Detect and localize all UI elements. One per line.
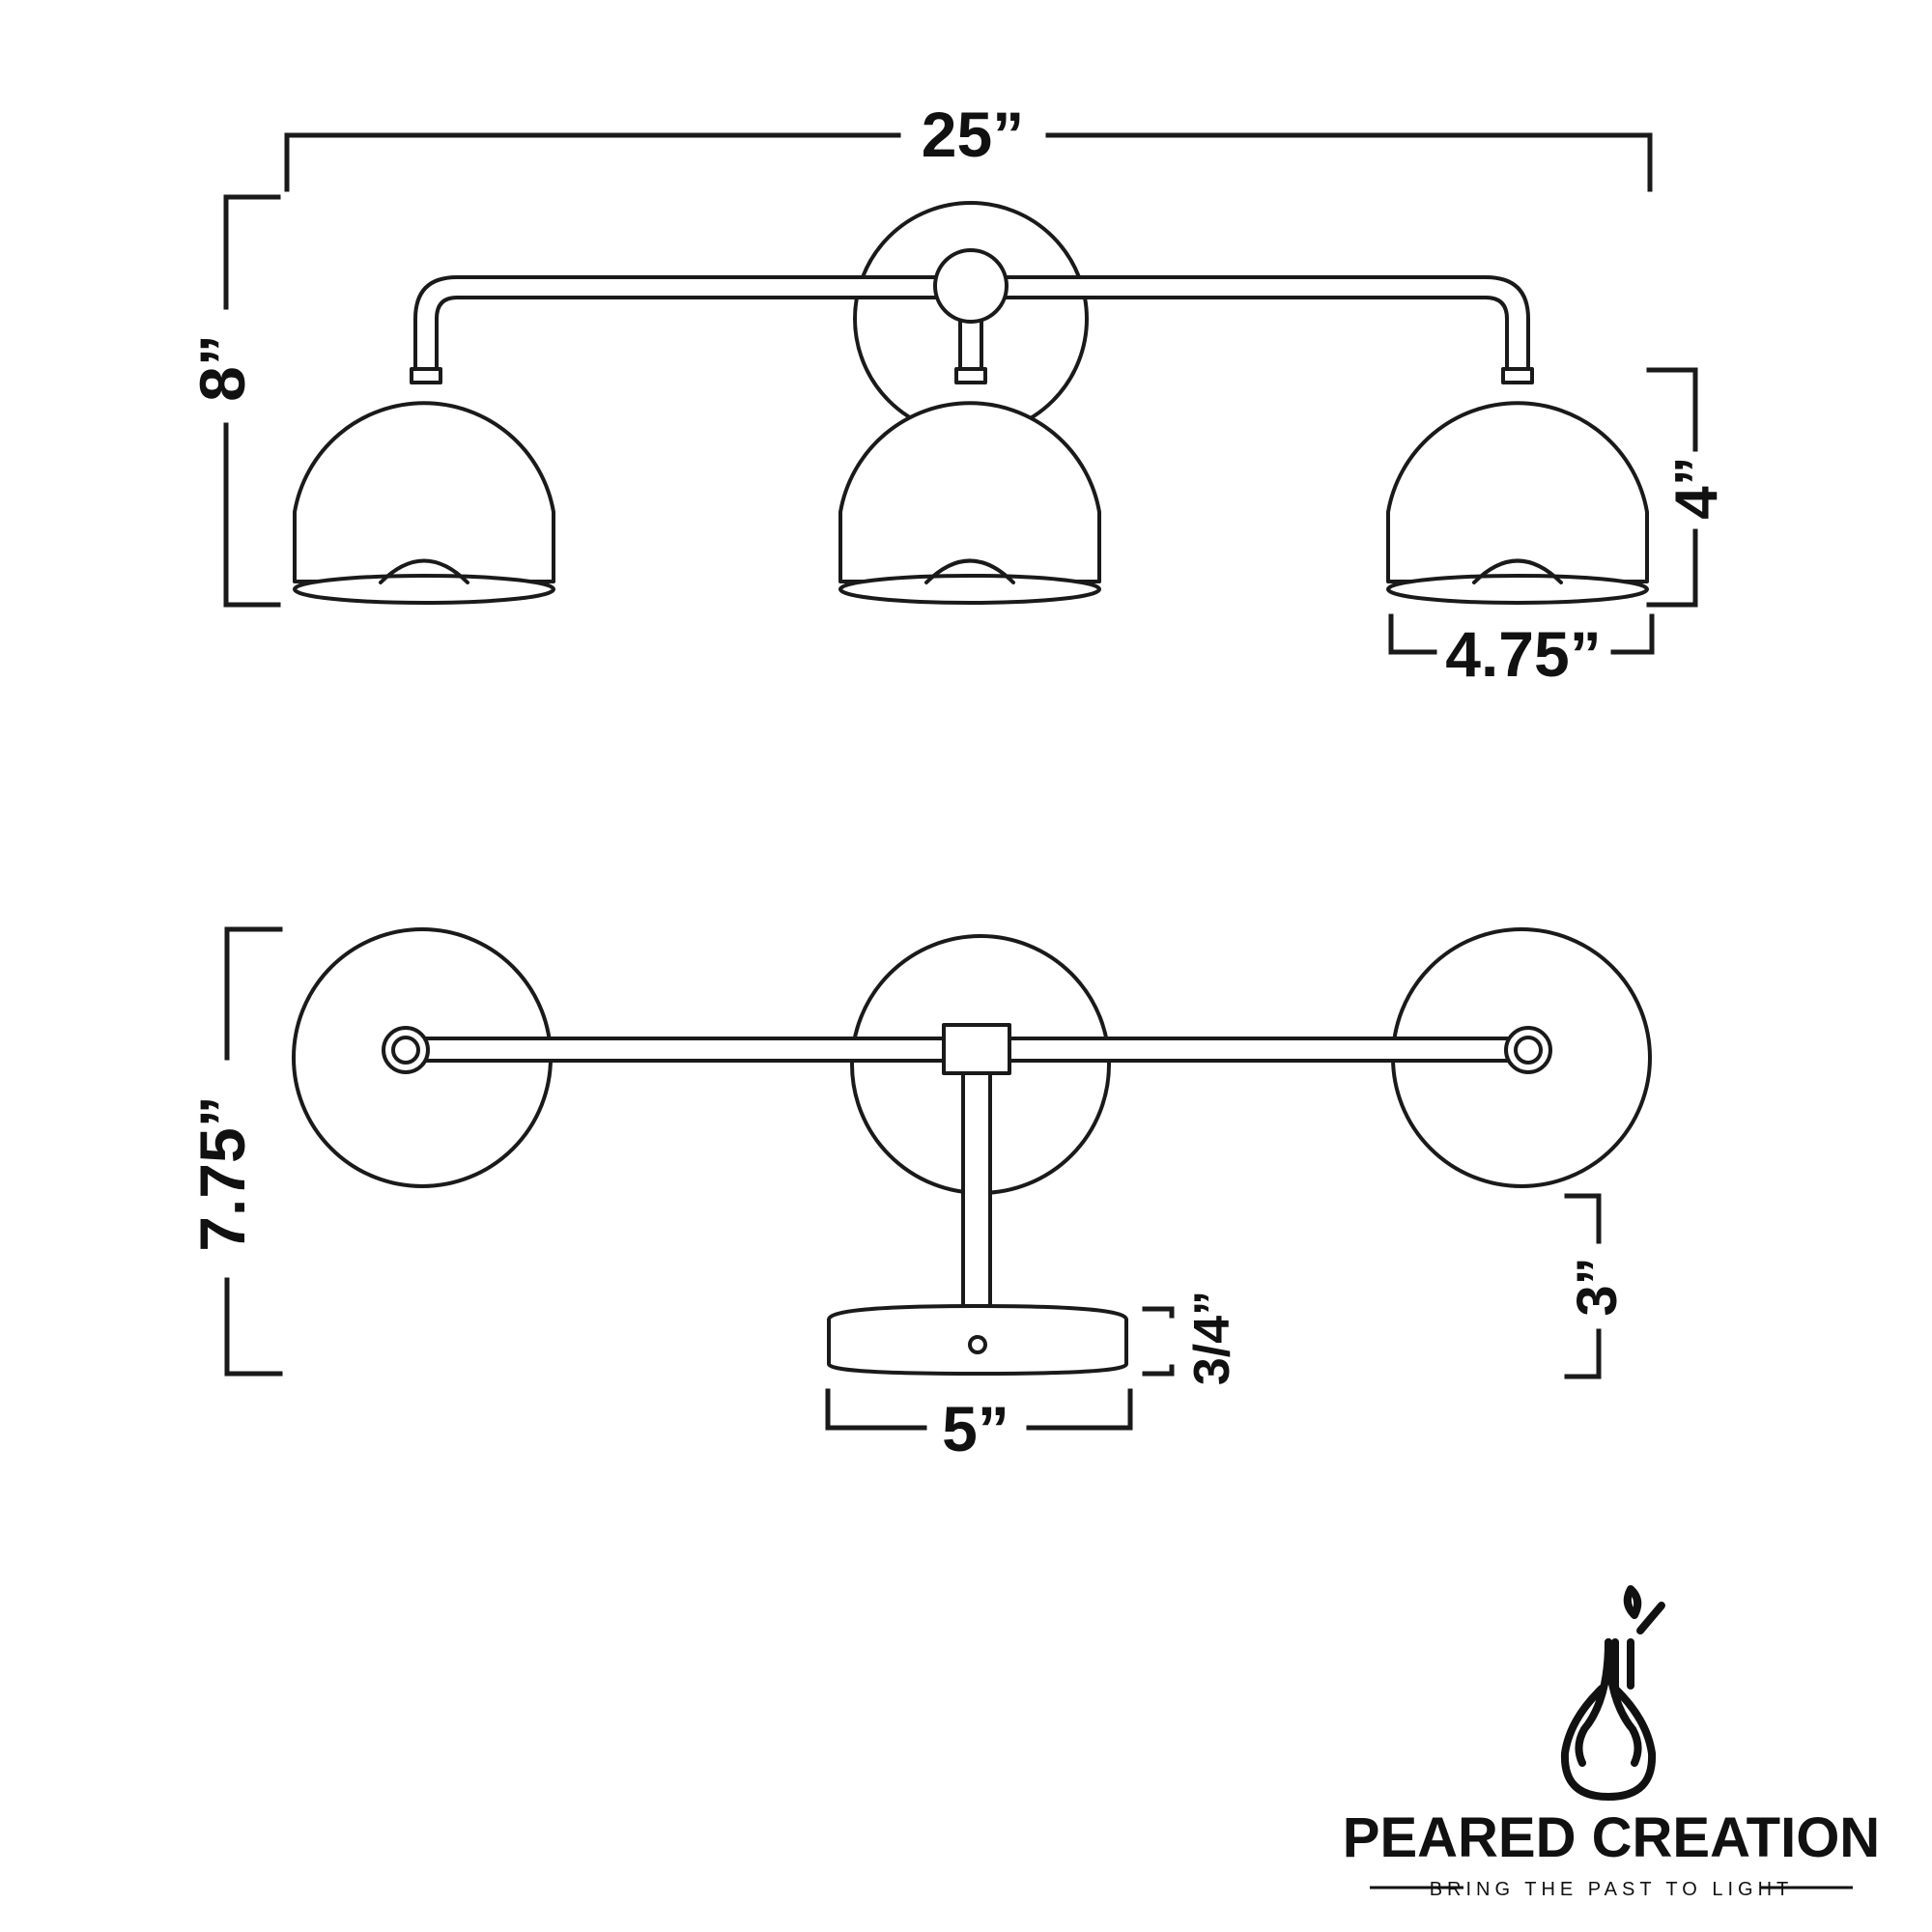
front-center-stem <box>958 317 983 374</box>
shade-center <box>838 401 1101 605</box>
dim-extension: 3” <box>1564 1193 1629 1379</box>
dim-shade-diameter: 4.75” <box>1388 613 1655 690</box>
shade-left <box>293 401 555 605</box>
dim-shade-height: 4” <box>1646 367 1730 608</box>
top-swivel-right <box>1504 1026 1552 1074</box>
dim-overall-width-label: 25” <box>922 99 1024 170</box>
top-swivel-left <box>382 1026 430 1074</box>
front-neck-right <box>1501 367 1534 384</box>
top-center-block <box>942 1023 1011 1075</box>
pear-bulb-icon <box>1560 1585 1665 1801</box>
top-extension-stem <box>961 1068 992 1308</box>
brand-tagline: BRING THE PAST TO LIGHT <box>1430 1879 1794 1900</box>
front-neck-left <box>410 367 442 384</box>
dim-backplate-thickness: 3/4” <box>1142 1291 1240 1385</box>
dim-backplate-diameter: 5” <box>825 1388 1133 1464</box>
dim-overall-width: 25” <box>284 99 1653 192</box>
dim-extension-label: 3” <box>1566 1257 1629 1316</box>
dim-front-height-label: 8” <box>186 334 258 402</box>
dim-shade-height-label: 4” <box>1663 456 1730 519</box>
brand-logo: PEARED CREATION BRING THE PAST TO LIGHT <box>1343 1585 1880 1900</box>
brand-name: PEARED CREATION <box>1343 1806 1880 1869</box>
backplate-screw <box>968 1335 987 1354</box>
front-center-knob <box>933 248 1009 324</box>
front-neck-center <box>954 367 987 384</box>
dim-shade-diameter-label: 4.75” <box>1445 618 1601 690</box>
front-view <box>293 201 1649 605</box>
dim-top-depth: 7.75” <box>186 926 283 1377</box>
top-view <box>292 927 1652 1376</box>
dim-backplate-thickness-label: 3/4” <box>1184 1291 1240 1385</box>
shade-right <box>1386 401 1649 605</box>
dim-front-height: 8” <box>186 194 281 608</box>
top-backplate-profile <box>827 1304 1128 1376</box>
dim-backplate-diameter-label: 5” <box>942 1393 1009 1464</box>
dim-top-depth-label: 7.75” <box>186 1095 258 1251</box>
